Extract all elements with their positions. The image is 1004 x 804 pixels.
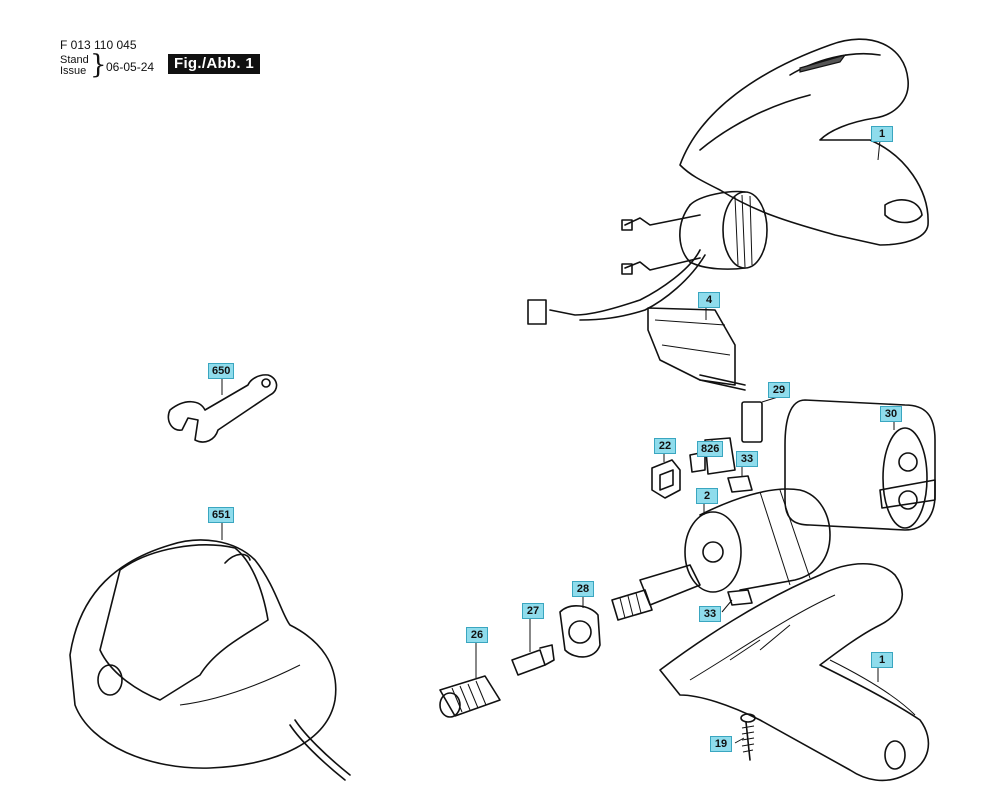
part-27-collet xyxy=(511,644,555,676)
part-29-block xyxy=(741,401,763,443)
issue-label: Issue xyxy=(60,65,87,77)
callout-19: 19 xyxy=(710,736,732,752)
callout-651: 651 xyxy=(208,507,235,523)
issue-date: 06-05-24 xyxy=(106,60,155,74)
figure-label: Fig./Abb. 1 xyxy=(168,54,260,74)
callout-30: 30 xyxy=(880,406,902,422)
wrench xyxy=(167,374,278,443)
switch-board xyxy=(647,307,746,391)
housing-top-half xyxy=(679,38,929,246)
callout-28: 28 xyxy=(572,581,594,597)
housing-bottom-half xyxy=(659,562,930,782)
document-number: F 013 110 045 xyxy=(60,38,137,52)
brace-glyph: } xyxy=(90,50,107,80)
stand-issue-labels: Stand Issue xyxy=(60,55,89,77)
motor xyxy=(611,488,831,621)
callout-4: 4 xyxy=(698,292,720,308)
wiring-assembly xyxy=(527,190,768,325)
stand-label: Stand xyxy=(60,54,89,66)
part-28-bearing xyxy=(559,605,601,658)
callout-2: 2 xyxy=(696,488,718,504)
leader-lines xyxy=(221,139,895,744)
callout-33-top: 33 xyxy=(736,451,758,467)
callout-826: 826 xyxy=(697,441,724,457)
callout-29: 29 xyxy=(768,382,790,398)
part-26-nut xyxy=(439,675,501,718)
callout-27: 27 xyxy=(522,603,544,619)
battery-pack xyxy=(784,399,936,531)
callout-650: 650 xyxy=(208,363,235,379)
callout-26: 26 xyxy=(466,627,488,643)
part-33-pad xyxy=(727,589,753,606)
part-22-holder xyxy=(651,459,681,499)
callout-1-top: 1 xyxy=(871,126,893,142)
charger xyxy=(69,539,351,781)
callout-22: 22 xyxy=(654,438,676,454)
callout-33-bottom: 33 xyxy=(699,606,721,622)
callout-1-bottom: 1 xyxy=(871,652,893,668)
screw xyxy=(740,713,756,761)
